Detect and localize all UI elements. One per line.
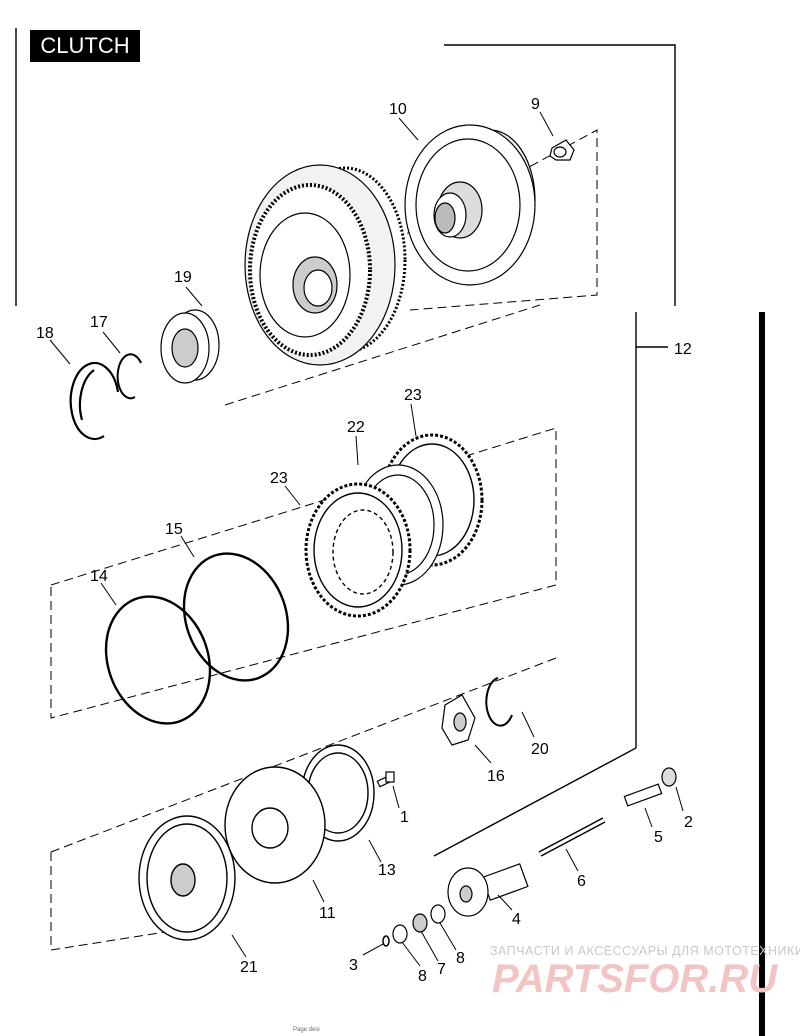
part-4-adjusting-screw: [447, 863, 529, 917]
clutch-shell-ring-gear: [244, 164, 407, 366]
part-17-retaining-ring: [116, 353, 142, 400]
callout-15: 15: [165, 521, 183, 538]
footer-text: Page desi: [293, 1027, 320, 1033]
part-18-retaining-ring: [69, 361, 120, 441]
callout-22: 22: [347, 419, 365, 436]
frame-lines: [0, 28, 676, 857]
part-9-nut: [549, 139, 575, 161]
part-7-bearing: [412, 913, 428, 933]
callout-12: 12: [674, 341, 692, 358]
part-15-o-ring: [182, 552, 290, 682]
watermark-tagline: ЗАПЧАСТИ И АКСЕССУАРЫ ДЛЯ МОТОТЕХНИКИ: [490, 944, 800, 958]
leader-lines: [49, 111, 684, 967]
diagram-title: CLUTCH: [30, 30, 140, 62]
part-8-washer-right: [430, 904, 446, 924]
callout-19: 19: [174, 269, 192, 286]
callout-18: 18: [36, 325, 54, 342]
callout-23-left: 23: [270, 470, 288, 487]
part-16-retainer: [441, 694, 476, 746]
part-19-bearing: [160, 309, 220, 384]
callout-10: 10: [389, 101, 407, 118]
callout-1: 1: [400, 809, 409, 826]
right-border-bar: [759, 312, 765, 1036]
part-11-diaphragm-spring: [224, 766, 326, 884]
part-21-pressure-plate: [138, 815, 236, 941]
callout-6: 6: [577, 873, 586, 890]
callout-23-top: 23: [404, 387, 422, 404]
callout-7: 7: [437, 961, 446, 978]
callout-21: 21: [240, 959, 258, 976]
callout-16: 16: [487, 768, 505, 785]
part-23-friction-plate-front: [304, 482, 412, 618]
part-6-push-rod-highlight: [539, 818, 605, 856]
part-14-o-ring: [104, 595, 212, 725]
part-5-push-rod-end: [623, 783, 663, 807]
callout-14: 14: [90, 568, 108, 585]
part-1-bolt: [376, 771, 395, 788]
callout-4: 4: [512, 911, 521, 928]
part-10-clutch-hub: [404, 124, 536, 286]
callout-3: 3: [349, 957, 358, 974]
callout-11: 11: [319, 905, 336, 922]
callout-9: 9: [531, 96, 540, 113]
callout-13: 13: [378, 862, 396, 879]
callout-8-left: 8: [418, 968, 427, 985]
watermark-logo: PARTSFOR.RU: [492, 957, 778, 1001]
callout-2: 2: [684, 814, 693, 831]
part-8-washer-left: [392, 924, 408, 944]
part-20-ring: [485, 677, 513, 727]
callout-5: 5: [654, 829, 663, 846]
part-3-retaining-ring: [382, 935, 390, 947]
part-2-nut: [661, 767, 677, 787]
callout-20: 20: [531, 741, 549, 758]
callout-8-right: 8: [456, 950, 465, 967]
callout-17: 17: [90, 314, 108, 331]
